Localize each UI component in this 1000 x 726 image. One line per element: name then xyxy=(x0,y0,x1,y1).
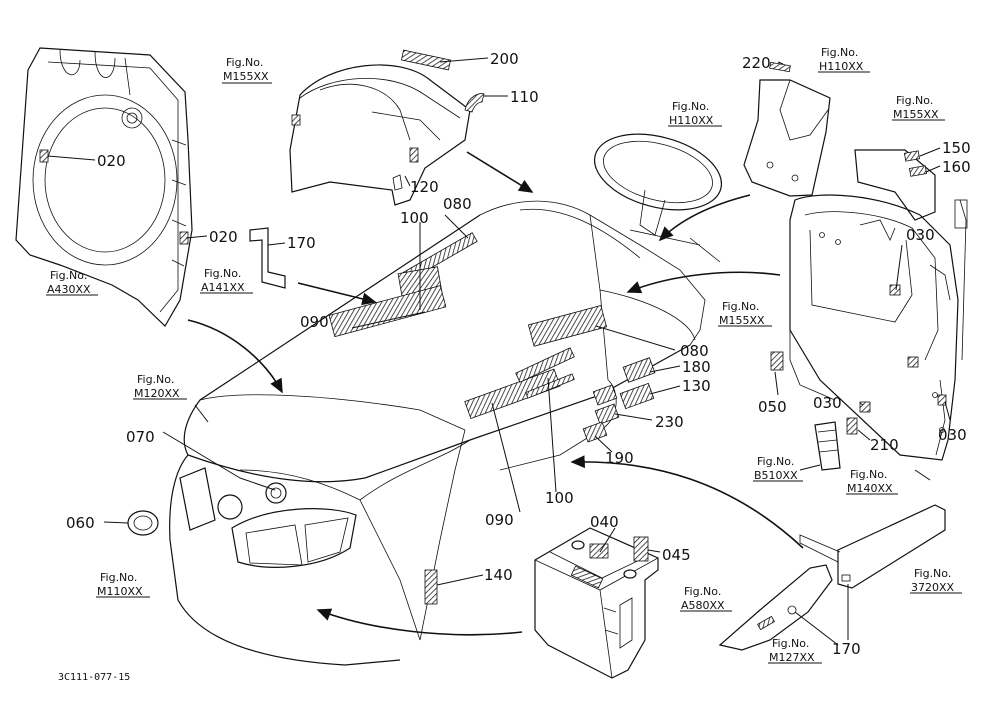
label-100-side: 100 xyxy=(545,489,574,507)
fig-m155-top-line2: M155XX xyxy=(223,70,269,83)
fig-b510-line1: Fig.No. xyxy=(757,455,794,468)
decal-200 xyxy=(401,49,451,71)
decal-080-side xyxy=(527,305,608,347)
fig-m127-line1: Fig.No. xyxy=(772,637,809,650)
label-060: 060 xyxy=(66,514,95,532)
fig-underlines xyxy=(46,71,962,664)
fig-m127-line2: M127XX xyxy=(769,651,815,664)
label-040: 040 xyxy=(590,513,619,531)
decal-100-side xyxy=(525,373,575,399)
leader-lines xyxy=(47,57,951,646)
label-150: 150 xyxy=(942,139,971,157)
fig-m155-mid-line1: Fig.No. xyxy=(722,300,759,313)
label-220: 220 xyxy=(742,54,771,72)
fig-h110-top-line1: Fig.No. xyxy=(821,46,858,59)
part-050 xyxy=(770,351,784,371)
label-070: 070 xyxy=(126,428,155,446)
fig-m155-top-line1: Fig.No. xyxy=(226,56,263,69)
plate-3720 xyxy=(799,504,946,589)
decal-180 xyxy=(622,357,656,383)
fig-a580-line2: A580XX xyxy=(681,599,725,612)
label-190: 190 xyxy=(605,449,634,467)
fig-h110-wheel-line2: H110XX xyxy=(669,114,714,127)
fig-h110-wheel-line1: Fig.No. xyxy=(672,100,709,113)
radiator-shroud xyxy=(15,47,193,327)
fig-a141-line1: Fig.No. xyxy=(204,267,241,280)
part-labels: 020 020 200 110 120 220 150 160 170 100 … xyxy=(66,50,971,658)
fig-m140-line2: M140XX xyxy=(847,482,893,495)
plate-m127 xyxy=(718,564,833,651)
label-130: 130 xyxy=(682,377,711,395)
fig-m140-line1: Fig.No. xyxy=(850,468,887,481)
label-030-mid: 030 xyxy=(813,394,842,412)
dash-panel xyxy=(289,64,471,206)
label-090-top: 090 xyxy=(300,313,329,331)
label-090-side: 090 xyxy=(485,511,514,529)
fig-h110-top-line2: H110XX xyxy=(819,60,864,73)
label-180: 180 xyxy=(682,358,711,376)
fig-a141-line2: A141XX xyxy=(201,281,245,294)
fig-m155-right-line2: M155XX xyxy=(893,108,939,121)
label-230: 230 xyxy=(655,413,684,431)
label-100-top: 100 xyxy=(400,209,429,227)
label-045: 045 xyxy=(662,546,691,564)
battery xyxy=(534,527,659,679)
decal-140 xyxy=(424,569,438,605)
fig-m120-line2: M120XX xyxy=(134,387,180,400)
decal-090-top xyxy=(328,285,447,338)
fig-m110-line2: M110XX xyxy=(97,585,143,598)
label-210: 210 xyxy=(870,436,899,454)
bracket-150-160 xyxy=(854,149,936,221)
fig-b510-line2: B510XX xyxy=(754,469,798,482)
decal-230a xyxy=(592,384,618,406)
label-170-top: 170 xyxy=(287,234,316,252)
label-050: 050 xyxy=(758,398,787,416)
column-cover xyxy=(743,61,831,197)
fig-m120-line1: Fig.No. xyxy=(137,373,174,386)
label-020-side: 020 xyxy=(209,228,238,246)
decal-130 xyxy=(619,382,655,410)
label-200: 200 xyxy=(490,50,519,68)
fig-a430-line1: Fig.No. xyxy=(50,269,87,282)
label-170-bottom: 170 xyxy=(832,640,861,658)
label-080-top: 080 xyxy=(443,195,472,213)
decal-230b xyxy=(594,403,620,425)
label-030-right: 030 xyxy=(938,426,967,444)
decal-side-mid xyxy=(515,347,575,383)
fig-3720-line2: 3720XX xyxy=(911,581,955,594)
decal-040 xyxy=(589,543,609,559)
label-030-top: 030 xyxy=(906,226,935,244)
label-140: 140 xyxy=(484,566,513,584)
fig-m110-line1: Fig.No. xyxy=(100,571,137,584)
fig-a580-line1: Fig.No. xyxy=(684,585,721,598)
label-020-top: 020 xyxy=(97,152,126,170)
bonnet-body xyxy=(169,133,723,666)
label-110: 110 xyxy=(510,88,539,106)
fig-m155-right-line1: Fig.No. xyxy=(896,94,933,107)
front-frame xyxy=(789,194,968,461)
decal-210 xyxy=(846,417,858,435)
bracket-170 xyxy=(249,227,286,289)
label-080-side: 080 xyxy=(680,342,709,360)
fig-m155-mid-line2: M155XX xyxy=(719,314,765,327)
assembly-arrows xyxy=(187,151,804,636)
connector-b510 xyxy=(814,421,841,471)
decal-110 xyxy=(464,93,485,113)
label-120: 120 xyxy=(410,178,439,196)
decal-045 xyxy=(633,536,649,562)
drawing-code: 3C111-077-15 xyxy=(58,672,130,683)
lamp-cover-060 xyxy=(127,510,159,536)
decal-090-side xyxy=(464,368,561,420)
fig-3720-line1: Fig.No. xyxy=(914,567,951,580)
label-160: 160 xyxy=(942,158,971,176)
fig-a430-line2: A430XX xyxy=(47,283,91,296)
decal-190 xyxy=(582,421,608,443)
fig-references: Fig.No. A430XX Fig.No. M155XX Fig.No. H1… xyxy=(47,46,955,664)
